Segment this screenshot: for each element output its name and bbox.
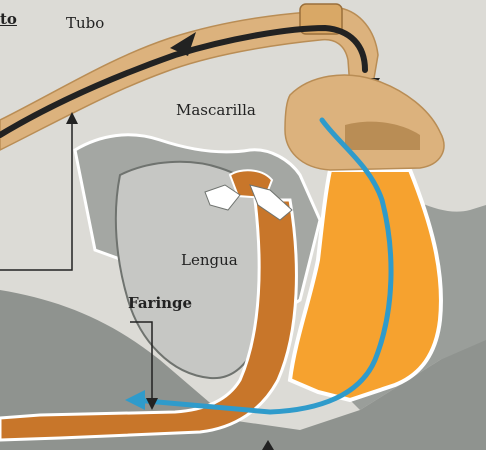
label-pharynx: Faringe [128,296,192,311]
label-tongue: Lengua [181,253,238,268]
label-tube: Tubo [66,16,104,31]
heading-cut-off: to [0,12,17,27]
label-mask: Mascarilla [176,103,256,118]
